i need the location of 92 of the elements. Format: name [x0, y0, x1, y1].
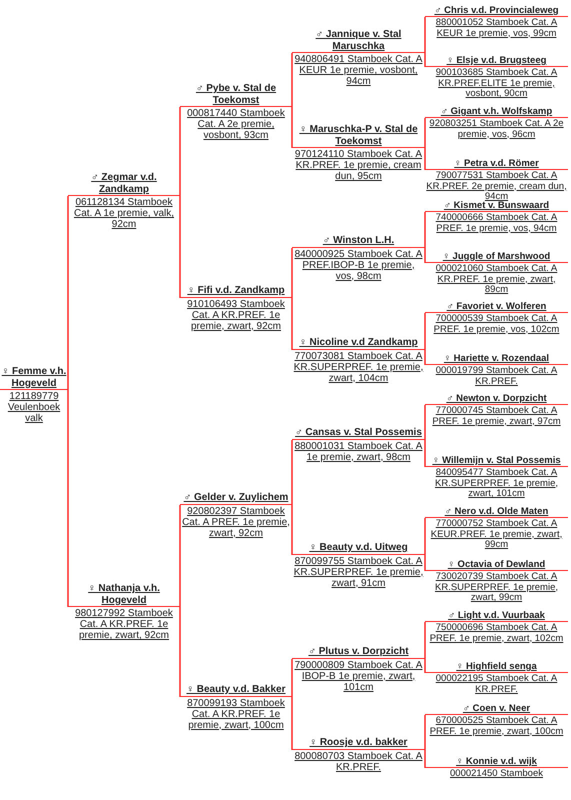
registration-details: 730020739 Stamboek Cat. A KR.SUPERPREF. 1e premie, zwart, 99cm	[434, 571, 559, 604]
horse-name: ♂ Nero v.d. Olde Maten	[425, 506, 568, 518]
pedigree-connector	[424, 715, 426, 750]
pedigree-connector	[424, 405, 426, 440]
pedigree-connector	[179, 107, 181, 196]
pedigree-connector	[424, 440, 426, 467]
horse-name: ♂ Winston L.H.	[292, 235, 425, 248]
horse-name: ♂ Gelder v. Zuylichem	[180, 492, 292, 504]
horse-name: ♀ Roosje v.d. bakker	[292, 737, 425, 750]
registration-details: 840095477 Stamboek Cat. A KR.SUPERPREF. 1e premie, zwart, 101cm	[434, 467, 559, 500]
registration-details: 000021450 Stamboek	[449, 768, 544, 780]
pedigree-connector	[291, 248, 293, 298]
registration-details: 980127992 Stamboek Cat. A KR.PREF. 1e premie, zwart, 92cm	[74, 607, 174, 641]
registration-details: 121189779 Veulenboek valk	[6, 390, 62, 424]
horse-name: ♂ Pybe v. Stal de Toekomst	[180, 83, 292, 107]
horse-name: ♀ Beauty v.d. Uitweg	[292, 542, 425, 554]
registration-details: 910106493 Stamboek Cat. A KR.PREF. 1e premie, zwart, 92cm	[186, 298, 286, 332]
horse-name: ♀ Beauty v.d. Bakker	[180, 684, 292, 696]
registration-details: 880001052 Stamboek Cat. A KEUR 1e premie, vos, 99cm	[434, 17, 558, 39]
pedigree-connector	[424, 248, 426, 263]
registration-details: 940806491 Stamboek Cat. A KEUR 1e premie, vosbont, 94cm	[294, 53, 424, 87]
pedigree-connector	[424, 750, 426, 768]
pedigree-connector	[291, 53, 293, 107]
horse-name: ♀ Petra v.d. Römer	[425, 158, 568, 170]
horse-name: ♂ Newton v. Dorpzicht	[425, 393, 568, 405]
registration-details: 790000809 Stamboek Cat. A IBOP-B 1e premie, zwart, 101cm	[294, 658, 424, 692]
pedigree-connector	[179, 196, 181, 298]
horse-name: ♂ Coen v. Neer	[425, 703, 568, 715]
pedigree-connector	[424, 350, 426, 365]
registration-details: 700000539 Stamboek Cat. A PREF. 1e premie, vos, 102cm	[432, 313, 560, 335]
registration-details: 061128134 Stamboek Cat. A 1e premie, valk, 92cm	[72, 196, 176, 230]
horse-name: ♀ Highfield senga	[425, 661, 568, 673]
horse-name: ♂ Cansas v. Stal Possemis	[292, 427, 425, 440]
registration-details: 920803251 Stamboek Cat. A 2e premie, vos, 96cm	[428, 118, 565, 140]
horse-name: ♀ Konnie v.d. wijk	[425, 756, 568, 768]
horse-name: ♂ Kismet v. Bunswaard	[425, 200, 568, 212]
horse-name: ♀ Fifi v.d. Zandkamp	[180, 285, 292, 298]
registration-details: 900103685 Stamboek Cat. A KR.PREF.ELITE 1e premie, vosbont, 90cm	[434, 67, 558, 100]
pedigree-connector	[424, 555, 426, 571]
registration-details: 800080703 Stamboek Cat. A KR.PREF.	[294, 750, 424, 772]
pedigree-connector	[424, 313, 426, 350]
pedigree-connector	[424, 118, 426, 148]
pedigree-connector	[291, 298, 293, 350]
horse-name: ♂ Favoriet v. Wolferen	[425, 301, 568, 313]
horse-name: ♂ Gigant v.h. Wolfskamp	[425, 106, 568, 118]
registration-details: 920802397 Stamboek Cat. A PREF. 1e premie, zwart, 92cm	[181, 504, 291, 538]
pedigree-connector	[291, 659, 293, 697]
registration-details: 870099755 Stamboek Cat. A KR.SUPERPREF. 1e premie, zwart, 91cm	[292, 554, 424, 588]
registration-details: 000022195 Stamboek Cat. A KR.PREF.	[434, 673, 558, 695]
pedigree-connector	[291, 505, 293, 555]
registration-details: 880001031 Stamboek Cat. A 1e premie, zwart, 98cm	[294, 440, 424, 462]
pedigree-connector	[424, 53, 426, 67]
pedigree-connector	[424, 17, 426, 53]
pedigree-connector	[424, 622, 426, 659]
horse-name: ♀ Willemijn v. Stal Possemis	[425, 455, 568, 467]
horse-name: ♂ Zegmar v.d. Zandkamp	[68, 172, 180, 196]
registration-details: 670000525 Stamboek Cat. A PREF. 1e premie, zwart, 100cm	[428, 715, 564, 737]
registration-details: 000021060 Stamboek Cat. A KR.PREF. 1e premie, zwart, 89cm	[434, 263, 558, 296]
horse-name: ♂ Jannique v. Stal Maruschka	[292, 29, 425, 53]
pedigree-connector	[424, 659, 426, 673]
pedigree-connector	[67, 390, 69, 607]
registration-details: 970124110 Stamboek Cat. A KR.PREF. 1e premie, cream dun, 95cm	[294, 148, 424, 182]
pedigree-connector	[291, 697, 293, 750]
pedigree-connector	[424, 212, 426, 248]
registration-details: 770073081 Stamboek Cat. A KR.SUPERPREF. 1e premie, zwart, 104cm	[292, 350, 424, 384]
registration-details: 770000745 Stamboek Cat. A PREF. 1e premie, zwart, 97cm	[431, 405, 562, 427]
registration-details: 750000696 Stamboek Cat. A PREF. 1e premie, zwart, 102cm	[428, 622, 564, 644]
pedigree-connector	[179, 505, 181, 607]
pedigree-connector	[67, 196, 69, 390]
registration-details: 790077531 Stamboek Cat. A KR.PREF. 2e premie, cream dun, 94cm	[425, 170, 568, 202]
pedigree-connector	[424, 518, 426, 555]
registration-details: 000817440 Stamboek Cat. A 2e premie, vosbont, 93cm	[186, 107, 286, 141]
horse-name: ♀ Elsje v.d. Brugsteeg	[425, 55, 568, 67]
horse-name: ♀ Maruschka-P v. Stal de Toekomst	[292, 124, 425, 148]
pedigree-connector	[424, 148, 426, 170]
registration-details: 000019799 Stamboek Cat. A KR.PREF.	[434, 365, 558, 387]
horse-name: ♂ Chris v.d. Provincialeweg	[425, 5, 568, 17]
horse-name: ♀ Hariette v. Rozendaal	[425, 353, 568, 365]
horse-name: ♀ Juggle of Marshwood	[425, 251, 568, 263]
horse-name: ♂ Light v.d. Vuurbaak	[425, 610, 568, 622]
pedigree-connector	[291, 440, 293, 505]
horse-name: ♀ Octavia of Dewland	[425, 559, 568, 571]
registration-details: 840000925 Stamboek Cat. A PREF.IBOP-B 1e premie, vos, 98cm	[294, 248, 424, 282]
horse-name: ♀ Nathanja v.h. Hogeveld	[68, 583, 180, 607]
horse-name: ♂ Plutus v. Dorpzicht	[292, 646, 425, 658]
horse-name: ♀ Femme v.h. Hogeveld	[0, 366, 68, 390]
pedigree-connector	[291, 107, 293, 148]
pedigree-connector	[179, 607, 181, 697]
registration-details: 870099193 Stamboek Cat. A KR.PREF. 1e premie, zwart, 100cm	[186, 696, 286, 730]
registration-details: 740000666 Stamboek Cat. A PREF. 1e premie, vos, 94cm	[434, 212, 558, 234]
registration-details: 770000752 Stamboek Cat. A KEUR.PREF. 1e premie, zwart, 99cm	[430, 518, 564, 550]
horse-name: ♀ Nicoline v.d Zandkamp	[292, 337, 425, 350]
